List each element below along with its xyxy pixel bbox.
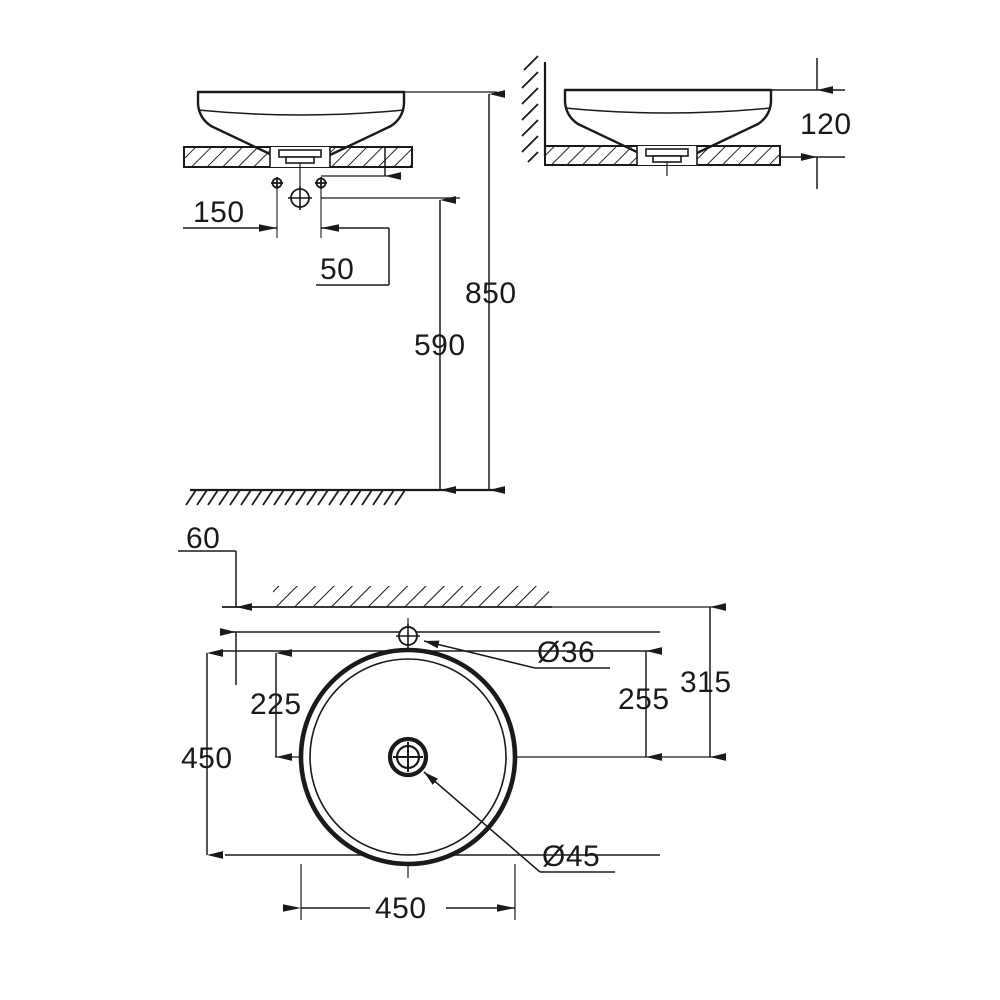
basin-profile-front [196, 90, 406, 157]
cutout-edges-front [269, 147, 331, 167]
cutout-edges-side [636, 146, 698, 165]
faucet-hole-symbol [396, 624, 420, 648]
dimension-150: 150 [183, 196, 277, 232]
dimension-label-850: 850 [465, 277, 517, 310]
drain-hole-symbol [387, 736, 429, 778]
drain-flange-front [278, 149, 322, 158]
leader-line-dia45 [423, 771, 541, 873]
basin-profile-side [563, 88, 773, 155]
dimension-60: 60 [178, 522, 252, 685]
dimension-590: 590 [321, 196, 466, 494]
dimension-label-590: 590 [414, 329, 466, 362]
front-elevation-view: 150 50 850 590 [183, 90, 517, 506]
dimension-label-dia45: Ø45 [542, 840, 600, 873]
dimension-label-450-horizontal: 450 [375, 892, 427, 925]
dimension-50: 50 [316, 224, 390, 286]
wall-hatch-plan [273, 586, 549, 607]
dimension-label-60: 60 [186, 522, 220, 555]
waste-outlet-symbol [288, 186, 312, 210]
dimension-315: 315 [545, 603, 732, 761]
dimension-label-450-vertical: 450 [181, 742, 233, 775]
drain-flange-side [645, 148, 689, 157]
drain-body-side [652, 155, 682, 163]
dimension-450-vertical: 450 [181, 649, 233, 859]
basin-inner-circle [309, 658, 507, 856]
dimension-label-dia36: Ø36 [537, 636, 595, 669]
leader-dia45: Ø45 [423, 771, 615, 873]
floor-hatching-front [185, 489, 406, 506]
basin-rim-line-front [197, 109, 405, 116]
basin-rim-line-side [564, 107, 772, 114]
dimension-450-horizontal: 450 [283, 864, 516, 925]
wall-side [521, 55, 547, 163]
dimension-225: 225 [250, 649, 302, 761]
basin-outline-front [196, 90, 406, 157]
plan-view: Ø36 Ø45 60 225 45 [178, 522, 732, 925]
leader-dia36: Ø36 [423, 636, 610, 669]
side-elevation-view: 120 [521, 55, 852, 189]
wall-band-plan [222, 586, 552, 608]
dimension-label-50: 50 [320, 253, 354, 286]
drain-body-front [285, 156, 315, 164]
dimension-label-120: 120 [800, 108, 852, 141]
dimension-255: 255 [618, 647, 670, 761]
leader-line-dia36 [423, 640, 536, 669]
dimension-label-225: 225 [250, 688, 302, 721]
countertop-thickness-indicator [321, 147, 401, 180]
dimension-850: 850 [404, 90, 517, 494]
supply-connection-symbols [271, 177, 327, 238]
dimension-label-315: 315 [680, 666, 732, 699]
dimension-120: 120 [771, 58, 852, 189]
drain-fitting-side [645, 148, 689, 176]
drain-fitting-front [278, 149, 322, 186]
dimension-label-255: 255 [618, 683, 670, 716]
dimension-label-150: 150 [193, 196, 245, 229]
wall-hatching [521, 55, 539, 163]
floor-line-front [185, 488, 497, 506]
basin-outline-side [563, 88, 773, 155]
